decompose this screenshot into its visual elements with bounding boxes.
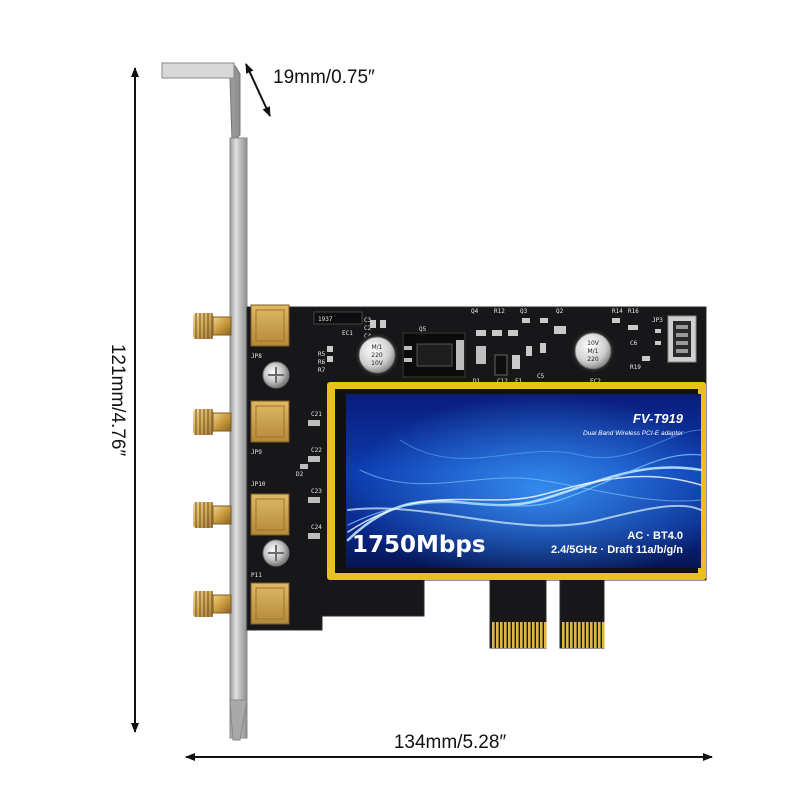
silk-c21: C21 (311, 411, 322, 418)
cap-right-line2: M/1 (587, 348, 598, 355)
silk-r7: R7 (318, 367, 326, 374)
silk-jp10: JP10 (251, 481, 266, 488)
capacitor-ec1: M/1 220 10V (356, 334, 398, 376)
silk-ec1: EC1 (342, 330, 353, 337)
silk-q2: Q2 (556, 308, 564, 315)
silk-c6: C6 (630, 340, 638, 347)
dimension-width: 134mm/5.28″ (185, 732, 713, 761)
capacitor-ec2: 10V M/1 220 (572, 330, 614, 372)
silk-q4: Q4 (471, 308, 479, 315)
label-model: FV-T919 (633, 411, 684, 426)
silk-ec2: EC2 (590, 378, 601, 385)
screw-bottom (262, 539, 290, 567)
label-speed: 1750Mbps (352, 532, 486, 558)
antenna-connectors (193, 304, 290, 625)
label-subtitle: Dual Band Wireless PCI-E adapter (583, 430, 684, 437)
antenna-connector-4 (193, 582, 290, 625)
silk-r16: R16 (628, 308, 639, 315)
silk-d2: D2 (296, 471, 304, 478)
antenna-connector-2 (193, 400, 290, 443)
cap-right-line1: 10V (587, 340, 600, 347)
silk-jp3: JP3 (652, 317, 663, 324)
dimension-bracket-depth: 19mm/0.75″ (245, 63, 375, 117)
silk-r19: R19 (630, 364, 641, 371)
bracket-depth-label: 19mm/0.75″ (273, 67, 375, 88)
antenna-connector-1 (193, 304, 290, 347)
silk-f1: F1 (515, 378, 523, 385)
silk-c23: C23 (311, 488, 322, 495)
silk-r5: R5 (318, 351, 326, 358)
silk-r12: R12 (494, 308, 505, 315)
mounting-bracket (161, 62, 248, 741)
silk-r14: R14 (612, 308, 623, 315)
label-features: AC · BT4.0 (627, 530, 683, 542)
height-label: 121mm/4.76″ (107, 344, 128, 457)
label-light-waves (346, 429, 703, 542)
silk-jp9: JP9 (251, 449, 262, 456)
cap-left-line2: 220 (371, 352, 383, 359)
silk-c24: C24 (311, 524, 322, 531)
pcb-components: 1937 EC1 C3 C2 C4 Q5 Q4 R12 Q3 Q2 R14 R1… (300, 308, 697, 539)
cap-left-line3: 10V (371, 360, 384, 367)
product-label: FV-T919 Dual Band Wireless PCI-E adapter… (327, 382, 706, 580)
silk-c2: C2 (364, 325, 372, 332)
cap-right-line3: 220 (587, 356, 599, 363)
dimension-height: 121mm/4.76″ (107, 67, 139, 733)
silk-jp8: JP8 (251, 353, 262, 360)
silk-c5: C5 (537, 373, 545, 380)
silk-c3: C3 (364, 317, 372, 324)
width-label: 134mm/5.28″ (394, 732, 507, 753)
silk-p11: P11 (251, 572, 262, 579)
silk-q3: Q3 (520, 308, 528, 315)
silk-ic-code: 1937 (318, 316, 333, 323)
cap-left-line1: M/1 (371, 344, 382, 351)
silk-c22: C22 (311, 447, 322, 454)
pcie-gold-fingers (492, 622, 605, 648)
silk-d1: D1 (473, 378, 481, 385)
silk-c12: C12 (497, 378, 508, 385)
silk-r6: R6 (318, 359, 326, 366)
screw-top (262, 361, 290, 389)
label-bands: 2.4/5GHz · Draft 11a/b/g/n (551, 544, 683, 556)
antenna-connector-3 (193, 493, 290, 536)
silk-q5: Q5 (419, 326, 427, 333)
